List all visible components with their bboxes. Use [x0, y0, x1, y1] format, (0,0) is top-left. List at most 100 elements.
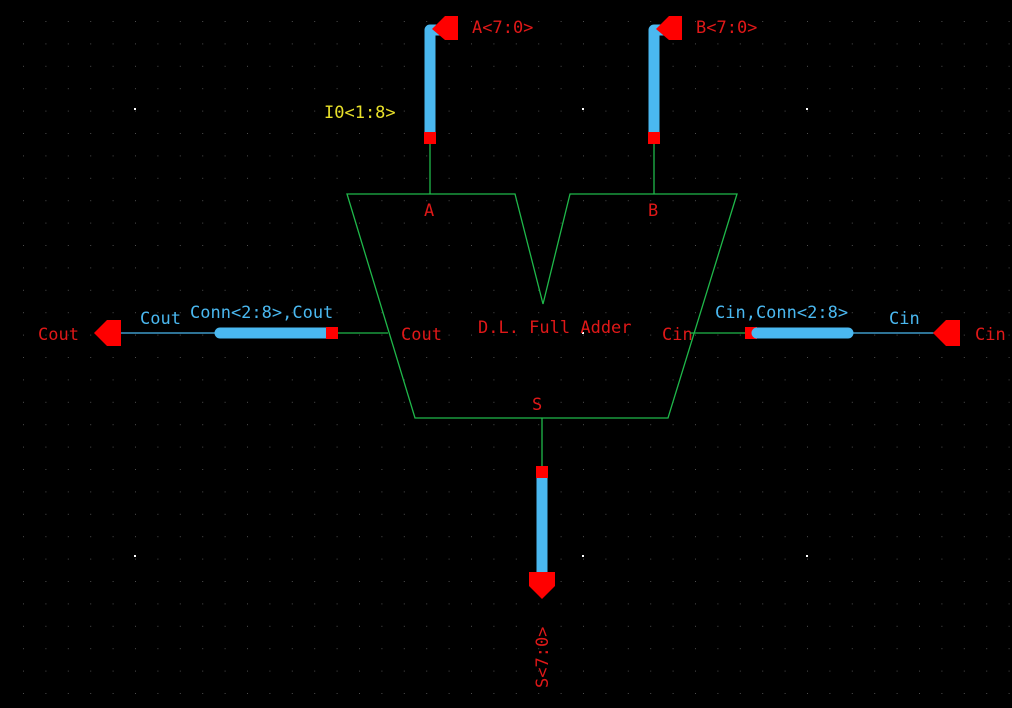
grid-dot [650, 625, 652, 627]
grid-dot [807, 155, 808, 157]
grid-dot [90, 177, 92, 179]
grid-dot [112, 558, 114, 560]
grid-dot [560, 267, 562, 269]
grid-dot [314, 200, 316, 202]
grid-dot [941, 245, 943, 246]
grid-dot [359, 155, 360, 157]
grid-dot [247, 491, 248, 493]
grid-dot [135, 424, 136, 426]
grid-dot [112, 65, 114, 67]
grid-dot [784, 222, 786, 224]
grid-dot [448, 222, 450, 224]
grid-dot [583, 603, 584, 605]
grid-dot [627, 670, 629, 672]
grid-dot [90, 558, 92, 560]
grid-dot [202, 625, 204, 627]
grid-dot [560, 446, 562, 448]
grid-dot [919, 245, 920, 246]
grid-dot [314, 446, 316, 448]
grid-dot [23, 648, 24, 650]
grid-dot [224, 312, 226, 314]
grid-dot [112, 312, 114, 314]
grid-dot [605, 65, 607, 67]
grid-dot [112, 670, 114, 672]
net-cin[interactable]: Cin Cin,Conn<2:8> Cin [690, 303, 1006, 346]
grid-dot [605, 200, 607, 202]
grid-dot [560, 558, 562, 560]
grid-dot [560, 245, 562, 246]
grid-dot [963, 289, 965, 291]
grid-dot [784, 424, 786, 426]
grid-dot [896, 334, 898, 336]
grid-dot [23, 200, 24, 202]
grid-dot [807, 491, 808, 493]
grid-dot [717, 155, 719, 157]
grid-dot [247, 603, 248, 605]
grid-dot [605, 88, 607, 90]
grid-dot [291, 648, 293, 650]
grid-dot [695, 648, 696, 650]
grid-dot [403, 88, 405, 90]
net-b[interactable]: B<7:0> [648, 16, 757, 194]
grid-dot [627, 357, 629, 358]
grid-dot [448, 469, 450, 470]
grid-dot [448, 625, 450, 627]
grid-dot [90, 536, 92, 538]
grid-dot [202, 43, 204, 45]
grid-dot [784, 155, 786, 157]
grid-dot [247, 222, 248, 224]
grid-dot [179, 289, 181, 291]
grid-dot [672, 155, 674, 157]
grid-dot [224, 603, 226, 605]
grid-dot [784, 110, 786, 112]
grid-dot [202, 312, 204, 314]
grid-dot [784, 625, 786, 627]
grid-dot [90, 334, 92, 336]
output-port-icon[interactable] [529, 572, 555, 599]
grid-dot [1008, 21, 1010, 22]
grid-dot [224, 267, 226, 269]
grid-dot [762, 177, 764, 179]
grid-dot [471, 110, 472, 112]
grid-dot [986, 424, 988, 426]
grid-dot [448, 513, 450, 515]
grid-dot [112, 469, 114, 470]
grid-dot [23, 110, 24, 112]
grid-dot [896, 267, 898, 269]
grid-dot [807, 625, 808, 627]
net-s[interactable]: S<7:0> [529, 418, 555, 688]
input-port-icon[interactable] [656, 16, 682, 40]
output-port-icon[interactable] [94, 320, 121, 346]
grid-dot [515, 648, 517, 650]
grid-dot [403, 289, 405, 291]
grid-dot [874, 401, 876, 403]
input-port-icon[interactable] [432, 16, 458, 40]
grid-dot [896, 401, 898, 403]
grid-dot [605, 581, 607, 582]
grid-dot [784, 670, 786, 672]
grid-dot [739, 648, 741, 650]
grid-dot [762, 88, 764, 90]
grid-dot [202, 88, 204, 90]
grid-dot [135, 379, 136, 381]
grid-dot [583, 581, 584, 582]
full-adder-symbol[interactable]: D.L. Full Adder A B Cout Cin S [346, 193, 738, 419]
grid-dot [314, 21, 316, 22]
input-port-icon[interactable] [933, 320, 960, 346]
grid-dot [314, 491, 316, 493]
grid-dot [448, 536, 450, 538]
grid-dot [269, 581, 271, 582]
grid-dot [919, 312, 920, 314]
grid-dot [672, 357, 674, 358]
bus-wire[interactable] [424, 24, 443, 133]
grid-dot [157, 670, 159, 672]
net-cout[interactable]: Cout Cout Conn<2:8>,Cout [38, 303, 388, 346]
grid-dot [672, 43, 674, 45]
bus-wire[interactable] [648, 24, 667, 133]
grid-dot [269, 43, 271, 45]
grid-dot [583, 133, 584, 134]
net-a[interactable]: A<7:0> [424, 16, 533, 194]
grid-dot [739, 21, 741, 22]
grid-dot [403, 446, 405, 448]
